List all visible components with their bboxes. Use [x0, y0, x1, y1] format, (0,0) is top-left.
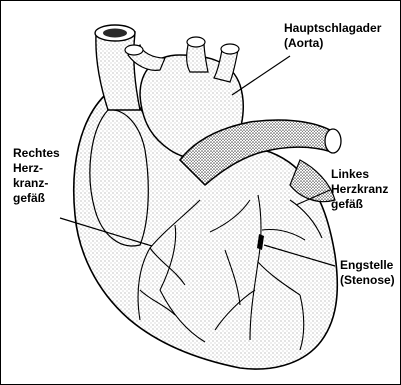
label-left-coronary-line2: Herzkranz: [331, 182, 388, 197]
label-left-coronary-line3: gefäß: [331, 197, 388, 212]
label-left-coronary-line1: Linkes: [331, 167, 388, 182]
label-right-coronary-line3: kranz-: [13, 176, 60, 191]
pulmonary-opening: [325, 129, 341, 153]
vena-cava-lumen: [103, 29, 127, 38]
label-right-coronary: Rechtes Herz- kranz- gefäß: [13, 146, 60, 206]
callout-aorta: [232, 56, 290, 95]
aorta-branch-3-opening: [221, 44, 239, 54]
aorta-branch-2-opening: [187, 37, 205, 47]
label-stenosis: Engstelle (Stenose): [340, 258, 395, 288]
label-aorta: Hauptschlagader (Aorta): [284, 21, 381, 51]
label-right-coronary-line1: Rechtes: [13, 146, 60, 161]
label-stenosis-line1: Engstelle: [340, 258, 395, 273]
label-stenosis-line2: (Stenose): [340, 273, 395, 288]
label-left-coronary: Linkes Herzkranz gefäß: [331, 167, 388, 212]
aorta-branch-1-opening: [125, 45, 143, 55]
label-aorta-line1: Hauptschlagader: [284, 21, 381, 36]
label-aorta-line2: (Aorta): [284, 36, 381, 51]
label-right-coronary-line2: Herz-: [13, 161, 60, 176]
label-right-coronary-line4: gefäß: [13, 191, 60, 206]
